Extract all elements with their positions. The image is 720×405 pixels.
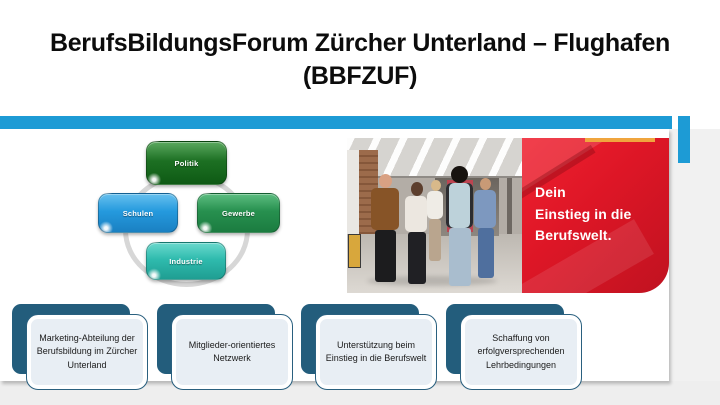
slide-title-line1: BerufsBildungsForum Zürcher Unterland – … (49, 29, 671, 57)
photo-floor-shadow (367, 276, 497, 286)
diagram-node-label: Schulen (122, 208, 154, 218)
slide-title: BerufsBildungsForum Zürcher Unterland – … (0, 27, 720, 93)
person-torso (474, 190, 496, 228)
photo-door-frame (507, 178, 512, 234)
poster-slogan-line1: Dein (535, 184, 566, 200)
person-legs (478, 228, 494, 278)
person-torso (405, 196, 427, 232)
pillar-box-unterstuetzung: Unterstützung beim Einstieg in die Beruf… (301, 304, 437, 390)
diagram-node-politik: Politik (146, 141, 227, 185)
person-head (480, 178, 491, 190)
pillar-label: Schaffung von erfolgversprechenden Lehrb… (460, 314, 582, 390)
diagram-node-gewerbe: Gewerbe (197, 193, 280, 233)
person-legs (449, 228, 471, 286)
person-torso (371, 188, 399, 230)
diagram-node-label: Gewerbe (221, 208, 256, 218)
poster-slogan-line2: Einstieg in die (535, 205, 632, 222)
diagram-node-label: Politik (174, 158, 199, 168)
poster-orange-strip (585, 138, 655, 142)
slide-title-line2: (BBFZUF) (302, 62, 418, 90)
students-hallway-photo: Dein Einstieg in die Berufswelt. (347, 138, 669, 293)
photo-yellow-poster (348, 234, 361, 268)
poster-slogan: Dein Einstieg in die Berufswelt. (535, 182, 631, 247)
background-strip-right (669, 129, 720, 405)
pillar-label: Marketing-Abteilung der Berufsbildung im… (26, 314, 148, 390)
person-head (411, 182, 423, 196)
person-head (451, 166, 468, 183)
pillar-label: Unterstützung beim Einstieg in die Beruf… (315, 314, 437, 390)
pillar-box-netzwerk: Mitglieder-orientiertes Netzwerk (157, 304, 293, 390)
poster-slogan-line3: Berufswelt. (535, 227, 612, 243)
accent-bar-horizontal (0, 116, 672, 129)
diagram-node-label: Industrie (169, 256, 203, 266)
person-legs (375, 230, 396, 282)
person-torso (427, 191, 443, 219)
pillar-box-lehrbedingungen: Schaffung von erfolgversprechenden Lehrb… (446, 304, 582, 390)
poster-red-panel: Dein Einstieg in die Berufswelt. (522, 138, 669, 293)
person-legs (408, 232, 426, 284)
photo-white-pillar (347, 150, 359, 234)
pillar-label: Mitglieder-orientiertes Netzwerk (171, 314, 293, 390)
person-head (379, 174, 392, 188)
pillar-box-marketing: Marketing-Abteilung der Berufsbildung im… (12, 304, 148, 390)
person-head (431, 180, 441, 191)
diagram-node-industrie: Industrie (146, 242, 226, 280)
person-torso (446, 183, 473, 228)
person-legs (429, 219, 441, 261)
diagram-node-schulen: Schulen (98, 193, 178, 233)
accent-bar-vertical (678, 116, 690, 163)
